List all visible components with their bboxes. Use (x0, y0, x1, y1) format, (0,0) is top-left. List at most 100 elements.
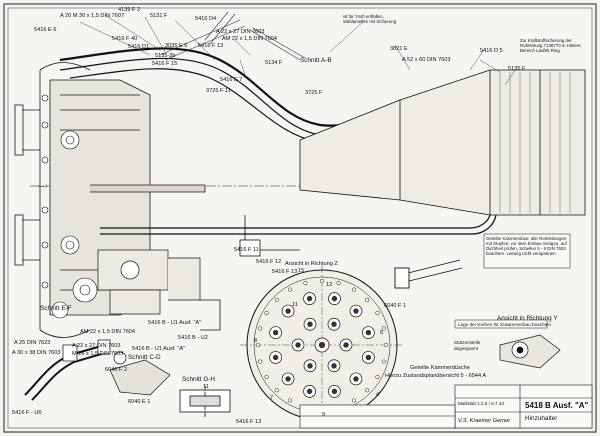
nozzle-hole-center (365, 354, 372, 361)
flange-bolt (264, 374, 269, 380)
label-5135f: 5135 F (508, 66, 526, 72)
tube-bundle (159, 11, 306, 61)
flange-bolt (383, 342, 389, 348)
nozzle-hole-center (285, 376, 291, 382)
label-5416e6: 5416 E 6 (34, 27, 57, 33)
label-m16: M 16 x 1,5 DIN 7603 (72, 351, 124, 357)
label-schnitt-gh: Schnitt G-H (182, 376, 216, 383)
title-block (299, 384, 593, 429)
flange-bolt (287, 398, 293, 403)
flange-bolt (303, 281, 308, 286)
label-n7: 7 (270, 395, 274, 401)
lage-box (454, 319, 548, 329)
nozzle-hole-center (272, 354, 279, 361)
note-box (483, 233, 571, 269)
label-schnitt-ab: Schnitt A-B (300, 57, 332, 64)
label-5416e7: 5416 E 7 (220, 77, 243, 83)
label-5416f11: 5416 F 11 (234, 247, 259, 253)
leader-lines (79, 14, 516, 86)
nozzle-hole-center (353, 376, 359, 382)
flange-bolt (274, 297, 279, 302)
note-right-top: Zur Kraftstoffsicherung der Rohrleitung … (520, 38, 581, 53)
lower-pipe (100, 214, 497, 235)
flange-bolt (258, 359, 263, 364)
label-am22-7604: AM 22 x 1,5 DIN 7604 (222, 36, 278, 42)
label-6040f2: 6040 F 2 (105, 367, 128, 373)
nozzle-holes (255, 278, 389, 412)
label-5135-3b: 5135-3b (155, 53, 176, 59)
label-am22-7604b: AM 22 x 1,5 DIN 7604 (80, 329, 136, 335)
label-a22-27: A 22 x 27 DIN 7603 (216, 29, 265, 35)
flange-bolt (287, 287, 293, 292)
nozzle-hole-center (306, 388, 313, 395)
nozzle-hole-center (331, 321, 337, 327)
pump-block (97, 249, 201, 315)
label-6040e1: 6040 E 1 (128, 399, 151, 405)
label-5416f13a: 5416 F 13 (198, 43, 224, 49)
label-hierzu-zust: Hierzu Zustandsplanübersicht 5 - 6544 A (385, 373, 487, 379)
label-n11b: 11 (292, 302, 298, 308)
label-lage-kerben: Lage der Kerben für Zusammenbau beachten (458, 322, 551, 327)
view-y-detail (499, 334, 561, 369)
flange-bolt (381, 359, 386, 364)
nozzle-hole-center (318, 341, 326, 349)
label-3725f: 3725 F (305, 90, 323, 96)
nozzle-hole-center (272, 329, 279, 336)
label-a22-27b: A 22 x 27 DIN 7603 (72, 343, 121, 349)
label-n6: 6 (380, 330, 384, 336)
label-abgespannt: abgespannt (454, 346, 479, 351)
label-6040f1: 6040 F 1 (384, 303, 407, 309)
label-ansicht-z: Ansicht in Richtung Z (285, 261, 338, 267)
label-3821e: 3821 E (390, 46, 408, 52)
label-4139: 4139 F 2 (118, 7, 141, 13)
flange-bolt (375, 310, 380, 316)
nozzle-hole-center (307, 321, 313, 327)
nozzle-body (299, 69, 586, 216)
label-ansicht-y: Ansicht in Richtung Y (497, 315, 558, 322)
flange-bolt (258, 326, 263, 331)
nozzle-hole-center (307, 363, 313, 369)
flange-bolt (365, 297, 370, 302)
label-3035e6: 3035 E 6 (165, 43, 188, 49)
label-5416d4: 5416 D4 (195, 16, 217, 22)
nozzle-hole-center (365, 329, 372, 336)
flange-bolt (336, 281, 341, 286)
nozzle-hole-center (295, 342, 301, 348)
label-5416f12: 5416 F 12 (256, 259, 282, 265)
nozzle-hole-center (353, 308, 359, 314)
label-5416f40: 5416 F 40 (112, 36, 138, 42)
label-ansicht-z-num: 15 (298, 268, 305, 274)
label-a30-38: A 30 x 38 DIN 7603 (12, 350, 61, 356)
label-5416-u1-ausf: 5416 B - U1 Ausf. "A" (132, 346, 186, 352)
z-axis-arrow: —› (38, 183, 48, 190)
section-gh-detail (179, 385, 231, 418)
flange-bolt (274, 388, 279, 393)
label-5416d1: 5416 D1 (128, 44, 150, 50)
flange-bolt (365, 388, 370, 393)
nozzle-hole-center (331, 295, 338, 302)
flange-bolt (381, 326, 386, 331)
label-11: 11 (203, 384, 209, 390)
title-block-sign: V.S. Kraemer Gerner (458, 418, 511, 424)
nozzle-ribs (499, 72, 571, 213)
label-a20m: A 20 M 30 x 1,5 DIN 7607 (60, 13, 125, 19)
title-block-subtitle: Maßstab 1:2,5 / 6.7.43 (458, 401, 504, 406)
label-5134f: 5134 F (265, 60, 283, 66)
label-5416f13c: 5416 F 13 (236, 419, 262, 425)
label-n12: 12 (326, 282, 333, 288)
label-5416d5: 5416 D 5 (480, 48, 503, 54)
title-block-title: 5418 B Ausf. "A" (525, 401, 589, 410)
view-y-small-pipe (394, 259, 463, 289)
fitting-lower-left (62, 339, 171, 396)
nozzle-hole-center (285, 308, 291, 314)
label-5416f-u6: 5416 F - U6 (12, 410, 42, 416)
label-geteilte-kammer: Geteilte Kammerdüsche (410, 365, 471, 371)
label-n4: 4 (376, 392, 380, 398)
nozzle-hole-center (343, 342, 349, 348)
label-n8: 8 (254, 338, 258, 344)
label-3725f11: 3725 F 11 (206, 88, 231, 94)
title-block-name: Hinzuhalter (525, 415, 558, 422)
label-5416f13b: 5416 F 13 (272, 269, 298, 275)
label-schnitt-cd: Schnitt C-D (128, 354, 161, 361)
